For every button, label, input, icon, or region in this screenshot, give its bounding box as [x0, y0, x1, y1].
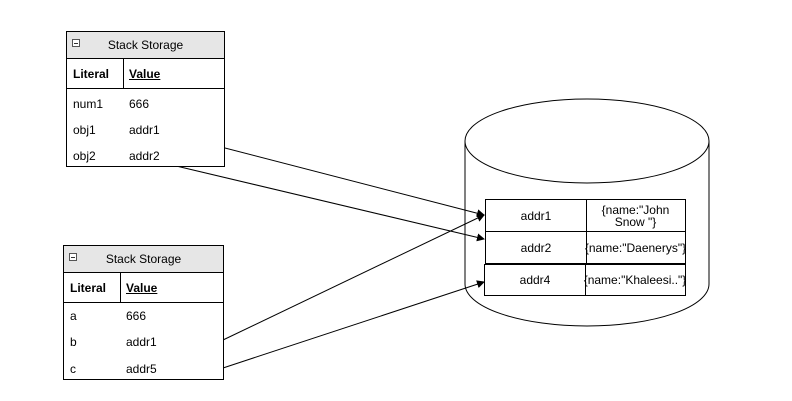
- heap-address: addr2: [486, 232, 587, 263]
- stack-storage-table-2: Stack Storage Literal Value a 666 b addr…: [63, 245, 224, 380]
- heap-row-addr1: addr1 {name:"John Snow "}: [485, 199, 686, 232]
- row-literal: obj1: [73, 123, 96, 137]
- heap-row-addr2: addr2 {name:"Daenerys"}: [485, 231, 686, 264]
- row-literal: a: [70, 309, 77, 323]
- heap-address: addr4: [485, 265, 586, 295]
- row-literal: b: [70, 335, 77, 349]
- collapse-icon[interactable]: [72, 39, 80, 47]
- stack-table-header: Stack Storage: [67, 32, 224, 59]
- stack-table-title: Stack Storage: [107, 38, 184, 52]
- row-value: addr1: [126, 335, 157, 349]
- reference-arrows: [171, 139, 485, 369]
- column-divider: [123, 59, 124, 88]
- row-literal: num1: [73, 97, 104, 111]
- column-divider: [120, 273, 121, 302]
- heap-object: {name:"Daenerys"}: [584, 240, 687, 255]
- column-value: Value: [126, 281, 158, 295]
- arrow-c-to-addr4: [222, 280, 485, 369]
- heap-row-addr4: addr4 {name:"Khaleesi.."}: [484, 264, 686, 296]
- row-literal: c: [70, 362, 76, 376]
- stack-table-columns: Literal Value: [64, 273, 223, 303]
- stack-table-columns: Literal Value: [67, 59, 224, 89]
- collapse-icon[interactable]: [69, 253, 77, 261]
- arrow-obj1-to-addr1: [193, 139, 485, 218]
- heap-object: {name:"John Snow "}: [601, 202, 670, 229]
- row-value: addr1: [129, 123, 160, 137]
- stack-table-title: Stack Storage: [105, 252, 182, 266]
- row-value: 666: [129, 97, 150, 111]
- arrow-obj2-to-addr2: [171, 164, 485, 242]
- arrow-b-to-addr1: [222, 214, 485, 341]
- heap-object: {name:"Khaleesi.."}: [583, 273, 687, 287]
- column-literal: Literal: [70, 281, 107, 295]
- row-literal: obj2: [73, 149, 96, 163]
- row-value: 666: [126, 309, 147, 323]
- row-value: addr2: [129, 149, 160, 163]
- row-value: addr5: [126, 362, 157, 376]
- column-value: Value: [129, 67, 161, 81]
- stack-table-header: Stack Storage: [64, 246, 223, 273]
- column-literal: Literal: [73, 67, 110, 81]
- heap-address: addr1: [486, 200, 587, 231]
- stack-storage-table-1: Stack Storage Literal Value num1 666 obj…: [66, 31, 225, 167]
